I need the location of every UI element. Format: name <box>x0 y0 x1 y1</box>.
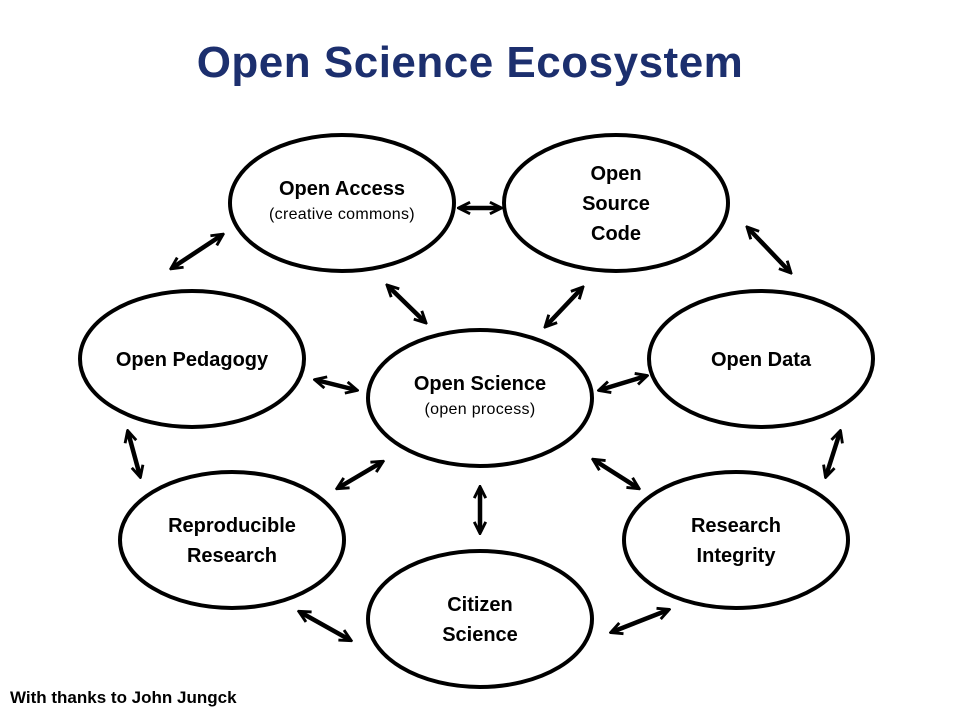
node-research-integrity-ellipse <box>622 470 850 610</box>
node-open-access-label: Open Access <box>279 178 405 200</box>
node-open-access: Open Access (creative commons) <box>228 133 456 273</box>
arrow-open-access-open-science <box>388 286 425 322</box>
arrow-open-science-reproducible-research <box>338 462 382 488</box>
node-citizen-science-label: Citizen <box>447 594 513 616</box>
credit-note: With thanks to John Jungck <box>10 688 237 707</box>
node-open-pedagogy: Open Pedagogy <box>78 289 306 429</box>
node-research-integrity-label: Integrity <box>697 545 777 567</box>
node-open-access-ellipse <box>228 133 456 273</box>
arrow-open-source-code-open-science <box>546 288 582 326</box>
node-citizen-science-ellipse <box>366 549 594 689</box>
node-open-pedagogy-ellipse <box>78 289 306 429</box>
arrow-open-source-code-open-data <box>748 228 790 272</box>
arrow-reproducible-research-citizen-science <box>300 612 350 640</box>
node-citizen-science-label: Science <box>442 624 518 646</box>
node-open-science-label: Open Science <box>414 373 546 395</box>
node-open-source-code-label: Open <box>590 163 641 185</box>
node-open-data-label: Open Data <box>711 349 812 371</box>
arrow-open-pedagogy-open-science <box>316 380 356 390</box>
node-reproducible-research-label: Reproducible <box>168 515 296 537</box>
node-open-data-ellipse <box>647 289 875 429</box>
arrow-open-science-research-integrity <box>594 460 638 488</box>
arrows-layer <box>128 208 840 640</box>
node-open-source-code-label: Source <box>582 193 650 215</box>
node-reproducible-research-label: Research <box>187 545 277 567</box>
arrow-open-data-research-integrity <box>826 432 840 476</box>
node-open-pedagogy-label: Open Pedagogy <box>116 349 269 371</box>
arrow-open-science-open-data <box>600 376 646 390</box>
nodes-layer: Open Access (creative commons) OpenSourceC… <box>78 133 875 689</box>
node-open-science-subtitle: (open process) <box>425 401 536 418</box>
page-title: Open Science Ecosystem <box>196 38 744 87</box>
node-research-integrity-label: Research <box>691 515 781 537</box>
node-open-science-ellipse <box>366 328 594 468</box>
arrow-open-pedagogy-open-access <box>172 235 222 268</box>
node-open-source-code-label: Code <box>591 223 641 245</box>
node-reproducible-research-ellipse <box>118 470 346 610</box>
arrow-citizen-science-research-integrity <box>612 610 668 632</box>
node-open-access-subtitle: (creative commons) <box>269 206 415 223</box>
arrow-open-pedagogy-reproducible-research <box>128 432 140 476</box>
node-open-data: Open Data <box>647 289 875 429</box>
node-open-science: Open Science (open process) <box>366 328 594 468</box>
node-open-source-code-ellipse <box>502 133 730 273</box>
